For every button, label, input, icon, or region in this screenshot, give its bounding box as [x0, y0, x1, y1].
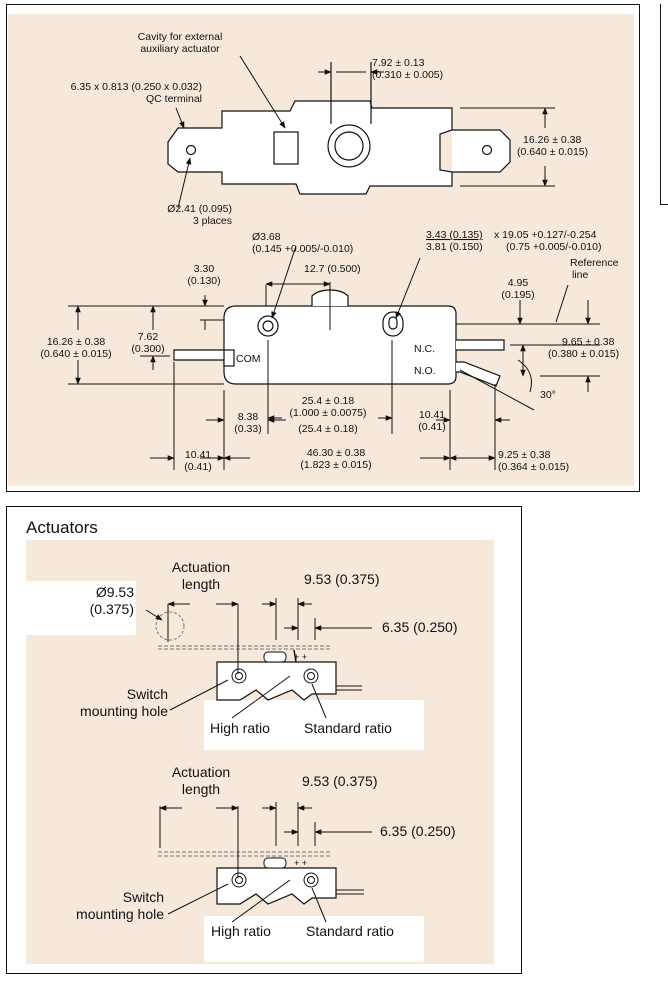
qc-terminal-label: QC terminal: [146, 93, 202, 105]
ratio-label-bg-2: [204, 916, 424, 962]
reference-line-1: Reference: [570, 257, 619, 269]
dim-3-68: Ø3.68: [252, 231, 281, 243]
dim-9-25-inch: (0.364 ± 0.015): [498, 461, 569, 473]
v2-standard-ratio: Standard ratio: [306, 923, 394, 939]
dim-10-41-left-inch: (0.41): [184, 461, 211, 473]
dim-16-26-right: 16.26 ± 0.38: [523, 134, 581, 146]
dim-9-25: 9.25 ± 0.38: [498, 449, 551, 461]
dim-3-68-inch: (0.145 +0.005/-0.010): [252, 243, 353, 255]
v2-mounting-hole-1: Switch: [123, 889, 164, 905]
v1-dim-9-53: 9.53 (0.375): [304, 571, 380, 587]
dim-25-4: 25.4 ± 0.18: [302, 395, 355, 407]
v2-high-ratio: High ratio: [211, 923, 271, 939]
v2-mounting-hole-2: mounting hole: [76, 906, 164, 922]
dim-19-05-inch: (0.75 +0.005/-0.010): [506, 241, 601, 253]
dim-8-38: 8.38: [238, 411, 259, 423]
ratio-label-bg-1: [204, 700, 424, 750]
dim-7-92-inch: (0.310 ± 0.005): [372, 69, 443, 81]
switch-top-view: [167, 62, 511, 195]
diameter-label-bg: [26, 581, 136, 635]
dim-3-30: 3.30: [194, 263, 215, 275]
dim-10-41-left: 10.41: [185, 449, 211, 461]
dim-3-43: 3.43 (0.135): [426, 229, 483, 241]
dim-9-65-inch: (0.380 ± 0.015): [548, 348, 619, 360]
dim-16-26-left: 16.26 ± 0.38: [47, 336, 105, 348]
actuator-view-1: [145, 598, 372, 719]
nc-label: N.C.: [414, 343, 435, 355]
adjacent-frame-edge: [660, 4, 668, 205]
dim-46-30-inch: (1.823 ± 0.015): [300, 459, 371, 471]
top-view-dims: [175, 55, 555, 209]
dim-12-7: 12.7 (0.500): [304, 263, 361, 275]
dim-8-38-inch: (0.33): [234, 423, 261, 435]
dim-7-62: 7.62: [138, 331, 159, 343]
v1-mounting-hole-1: Switch: [127, 686, 168, 702]
dim-10-41-right-inch: (0.41): [418, 421, 445, 433]
v2-dim-9-53: 9.53 (0.375): [302, 773, 378, 789]
side-view-dims: [68, 245, 600, 470]
v2-dim-6-35: 6.35 (0.250): [380, 823, 456, 839]
actuators-title: Actuators: [26, 518, 98, 537]
reference-line-2: line: [572, 269, 589, 281]
angle-30: 30°: [540, 389, 556, 401]
v1-dim-6-35: 6.35 (0.250): [382, 619, 458, 635]
v1-high-ratio: High ratio: [210, 720, 270, 736]
dim-3-30-inch: (0.130): [187, 275, 220, 287]
dim-25-4-alt: (25.4 ± 0.18): [298, 423, 357, 435]
qc-terminal-dim: 6.35 x 0.813 (0.250 x 0.032): [71, 81, 202, 93]
dim-4-95: 4.95: [508, 277, 529, 289]
v1-actuation-length-1: Actuation: [172, 559, 230, 575]
dim-2-41-places: 3 places: [193, 215, 232, 227]
dim-46-30: 46.30 ± 0.38: [307, 447, 365, 459]
dim-9-65: 9.65 ± 0.38: [562, 336, 615, 348]
dim-2-41: Ø2.41 (0.095): [167, 203, 232, 215]
dim-3-81: 3.81 (0.150): [426, 241, 483, 253]
dim-19-05: x 19.05 +0.127/-0.254: [494, 229, 597, 241]
v2-actuation-length-1: Actuation: [172, 764, 230, 780]
v2-actuation-length-2: length: [182, 781, 220, 797]
dim-16-26-left-inch: (0.640 ± 0.015): [40, 348, 111, 360]
com-label: COM: [236, 353, 261, 365]
v1-actuation-length-2: length: [182, 576, 220, 592]
dim-16-26-right-inch: (0.640 ± 0.015): [517, 146, 588, 158]
dim-7-92: 7.92 ± 0.13: [372, 57, 425, 69]
v1-diameter-inch: (0.375): [90, 601, 134, 617]
cavity-label-2: auxiliary actuator: [140, 43, 220, 55]
v1-mounting-hole-2: mounting hole: [80, 703, 168, 719]
no-label: N.O.: [414, 365, 436, 377]
dim-7-62-inch: (0.300): [131, 343, 164, 355]
dim-25-4-inch: (1.000 ± 0.0075): [290, 407, 367, 419]
v1-diameter: Ø9.53: [96, 584, 134, 600]
plus-mark-1: + +: [294, 652, 307, 662]
dim-10-41-right: 10.41: [419, 409, 445, 421]
switch-side-view: [173, 289, 505, 387]
cavity-label-1: Cavity for external: [138, 31, 223, 43]
actuator-view-2: [158, 802, 372, 923]
dim-4-95-inch: (0.195): [501, 289, 534, 301]
v1-standard-ratio: Standard ratio: [304, 720, 392, 736]
plus-mark-2: + +: [294, 858, 307, 868]
